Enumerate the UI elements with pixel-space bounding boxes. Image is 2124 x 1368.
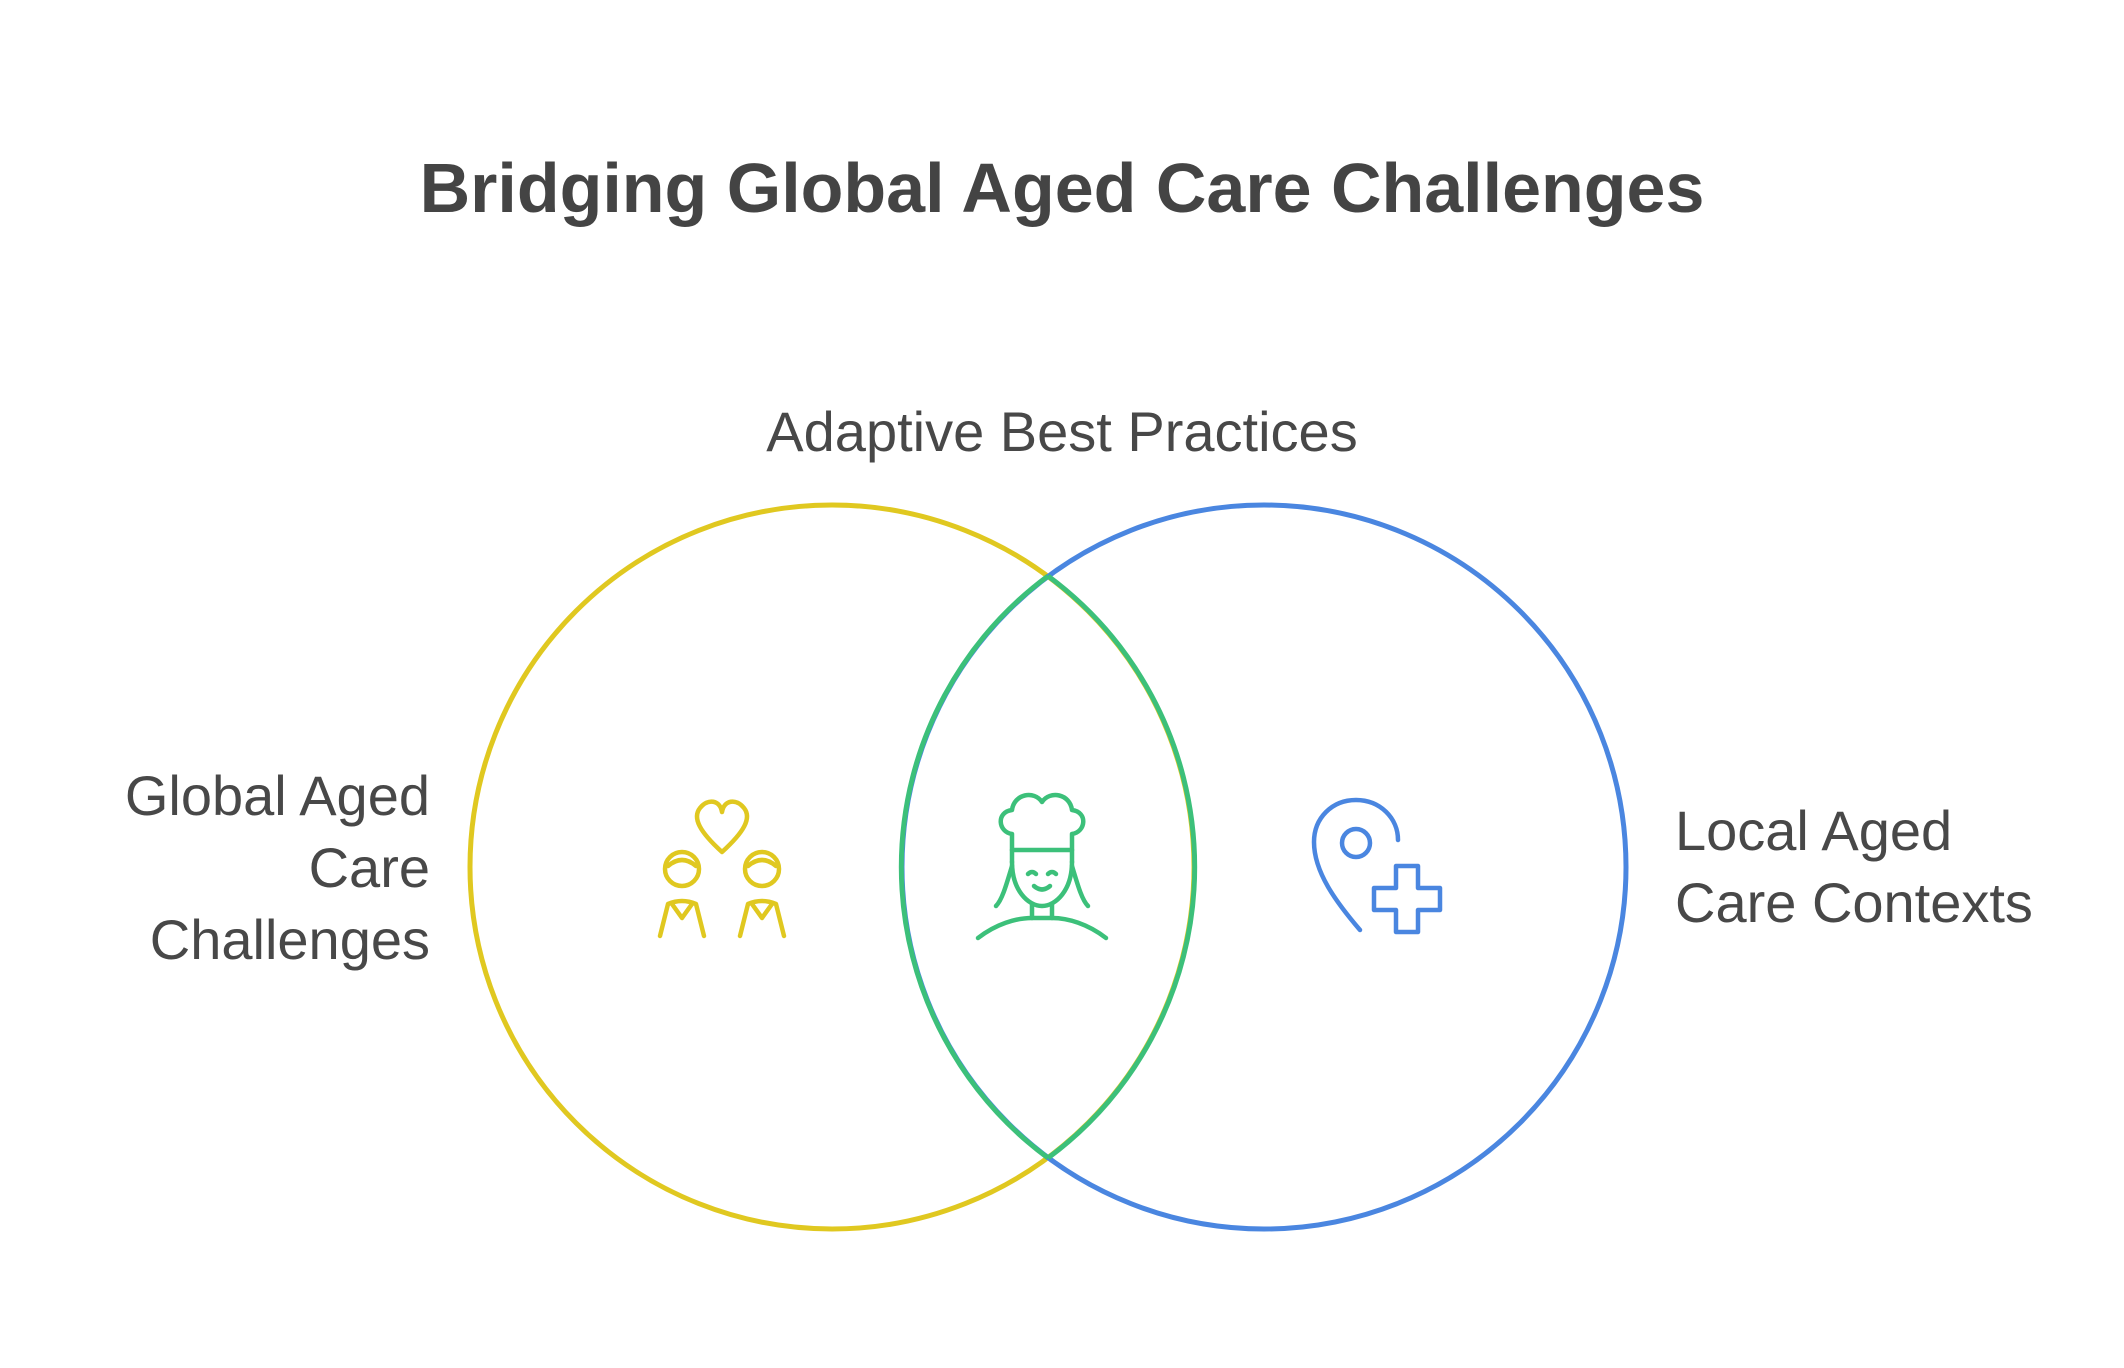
couple-heart-icon bbox=[657, 799, 787, 939]
diagram-title: Bridging Global Aged Care Challenges bbox=[419, 149, 1705, 227]
left-set-label: Global Aged Care Challenges bbox=[60, 760, 430, 976]
intersection-arc-left bbox=[898, 573, 1050, 1161]
intersection-label: Adaptive Best Practices bbox=[0, 396, 2124, 468]
right-set-label: Local Aged Care Contexts bbox=[1675, 795, 2115, 939]
left-set-label-line: Care bbox=[308, 836, 430, 899]
left-set-label-line: Challenges bbox=[149, 908, 430, 971]
location-medical-cross-icon bbox=[1311, 797, 1443, 935]
right-set-label-line: Care Contexts bbox=[1675, 871, 2033, 934]
intersection-label-text: Adaptive Best Practices bbox=[766, 400, 1358, 463]
left-set-label-line: Global Aged bbox=[124, 764, 430, 827]
left-set-circle bbox=[467, 502, 1197, 1232]
intersection-outline bbox=[898, 573, 1198, 1161]
intersection-arc-right bbox=[1046, 573, 1198, 1161]
caregiver-icon bbox=[975, 792, 1109, 941]
right-set-label-line: Local Aged bbox=[1675, 799, 1953, 862]
